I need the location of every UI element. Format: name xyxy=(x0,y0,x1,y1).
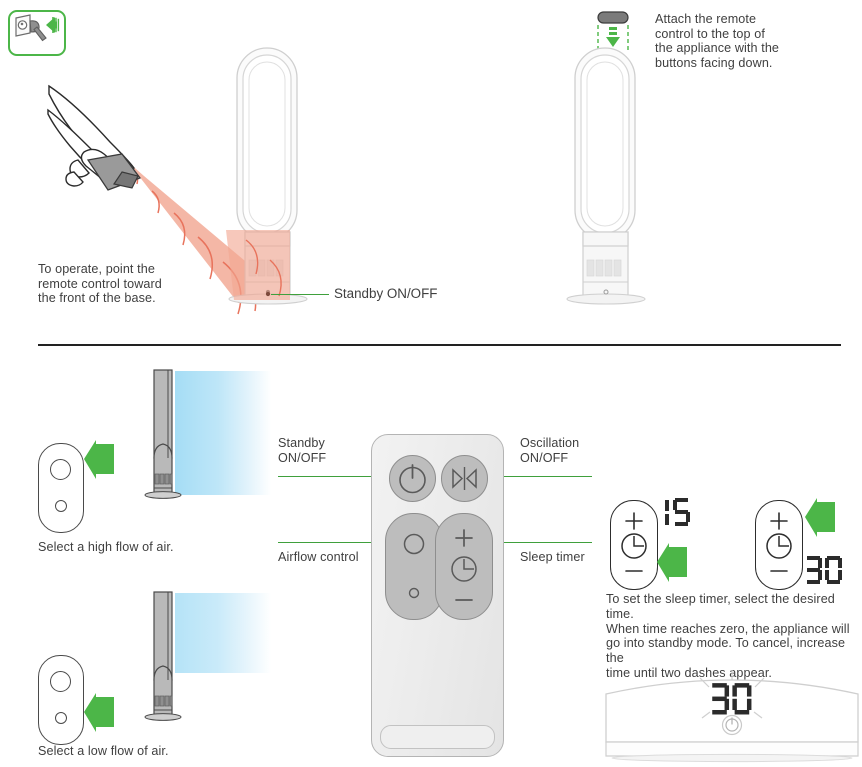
power-button[interactable] xyxy=(389,455,436,502)
flash-rays xyxy=(699,670,765,719)
airflow-low-caption: Select a low flow of air. xyxy=(38,744,169,758)
rule-standby xyxy=(278,476,371,478)
remote-base-foot xyxy=(380,725,495,749)
rule-oscillation xyxy=(502,476,592,478)
remote-top-view xyxy=(597,11,629,24)
timer-display-15 xyxy=(665,498,690,526)
clock-plus-minus-icon xyxy=(766,512,792,572)
remote-label-standby: Standby ON/OFF xyxy=(278,436,327,465)
seven-segment-digits xyxy=(665,498,690,526)
sleep-timer-button[interactable] xyxy=(435,513,493,620)
remote-label-airflow: Airflow control xyxy=(278,550,359,564)
sleep-timer-note: To set the sleep timer, select the desir… xyxy=(606,592,850,680)
airflow-control-button[interactable] xyxy=(385,513,443,620)
section-divider xyxy=(38,344,841,346)
fan-side-view-high xyxy=(144,369,182,499)
timer-increase-example[interactable] xyxy=(755,500,803,590)
remote-pointing-illustration xyxy=(47,84,295,315)
airflow-beam-high xyxy=(175,371,271,495)
appliance-fan-right xyxy=(566,47,646,305)
alignment-guides xyxy=(597,25,629,52)
rule-sleep-timer xyxy=(502,542,592,544)
standby-indicator-dot xyxy=(603,289,609,295)
fan-side-view-low xyxy=(144,591,182,721)
clock-plus-minus-icon xyxy=(621,512,647,572)
base-grille xyxy=(586,259,622,277)
timer-display-30 xyxy=(807,556,842,584)
airflow-high-dot-icon xyxy=(50,671,71,692)
power-plug-badge xyxy=(8,10,66,56)
timer-decrease-example[interactable] xyxy=(610,500,658,590)
remote-label-oscillation: Oscillation ON/OFF xyxy=(520,436,580,465)
base-display-digits xyxy=(712,683,752,715)
left-arrow-icon-decrease xyxy=(657,543,687,582)
base-grille xyxy=(154,473,173,485)
remote-label-sleep-timer: Sleep timer xyxy=(520,550,585,564)
remote-attach-guide xyxy=(597,11,629,52)
ir-beam-overlay xyxy=(226,230,290,300)
left-arrow-icon xyxy=(46,17,60,33)
rule-airflow xyxy=(278,542,371,544)
handheld-remote xyxy=(86,153,142,191)
left-arrow-icon-increase xyxy=(805,498,835,537)
airflow-low-dot-icon xyxy=(55,712,67,724)
airflow-dots-icon xyxy=(403,533,425,599)
airflow-high-dot-icon xyxy=(50,459,71,480)
left-arrow-icon-high xyxy=(84,440,114,479)
power-icon xyxy=(399,464,426,494)
airflow-high-caption: Select a high flow of air. xyxy=(38,540,174,554)
airflow-selector-high[interactable] xyxy=(38,443,84,533)
airflow-selector-low[interactable] xyxy=(38,655,84,745)
seven-segment-digits xyxy=(807,556,842,584)
oscillation-arrows-icon xyxy=(452,467,477,490)
airflow-low-dot-icon xyxy=(55,500,67,512)
attach-note-text: Attach the remote control to the top of … xyxy=(655,12,780,70)
operate-note-text: To operate, point the remote control tow… xyxy=(38,262,162,306)
airflow-beam-low xyxy=(175,593,271,673)
remote-control xyxy=(371,434,504,757)
base-grille xyxy=(154,695,173,707)
power-plug-icon xyxy=(15,14,60,42)
power-icon[interactable] xyxy=(721,714,743,736)
standby-callout-label: Standby ON/OFF xyxy=(334,286,438,301)
clock-plus-minus-icon xyxy=(451,529,477,601)
left-arrow-icon-low xyxy=(84,693,114,732)
standby-callout-rule xyxy=(271,294,329,296)
appliance-base-display xyxy=(605,670,859,763)
down-arrow-icon xyxy=(606,27,620,47)
oscillation-button[interactable] xyxy=(441,455,488,502)
